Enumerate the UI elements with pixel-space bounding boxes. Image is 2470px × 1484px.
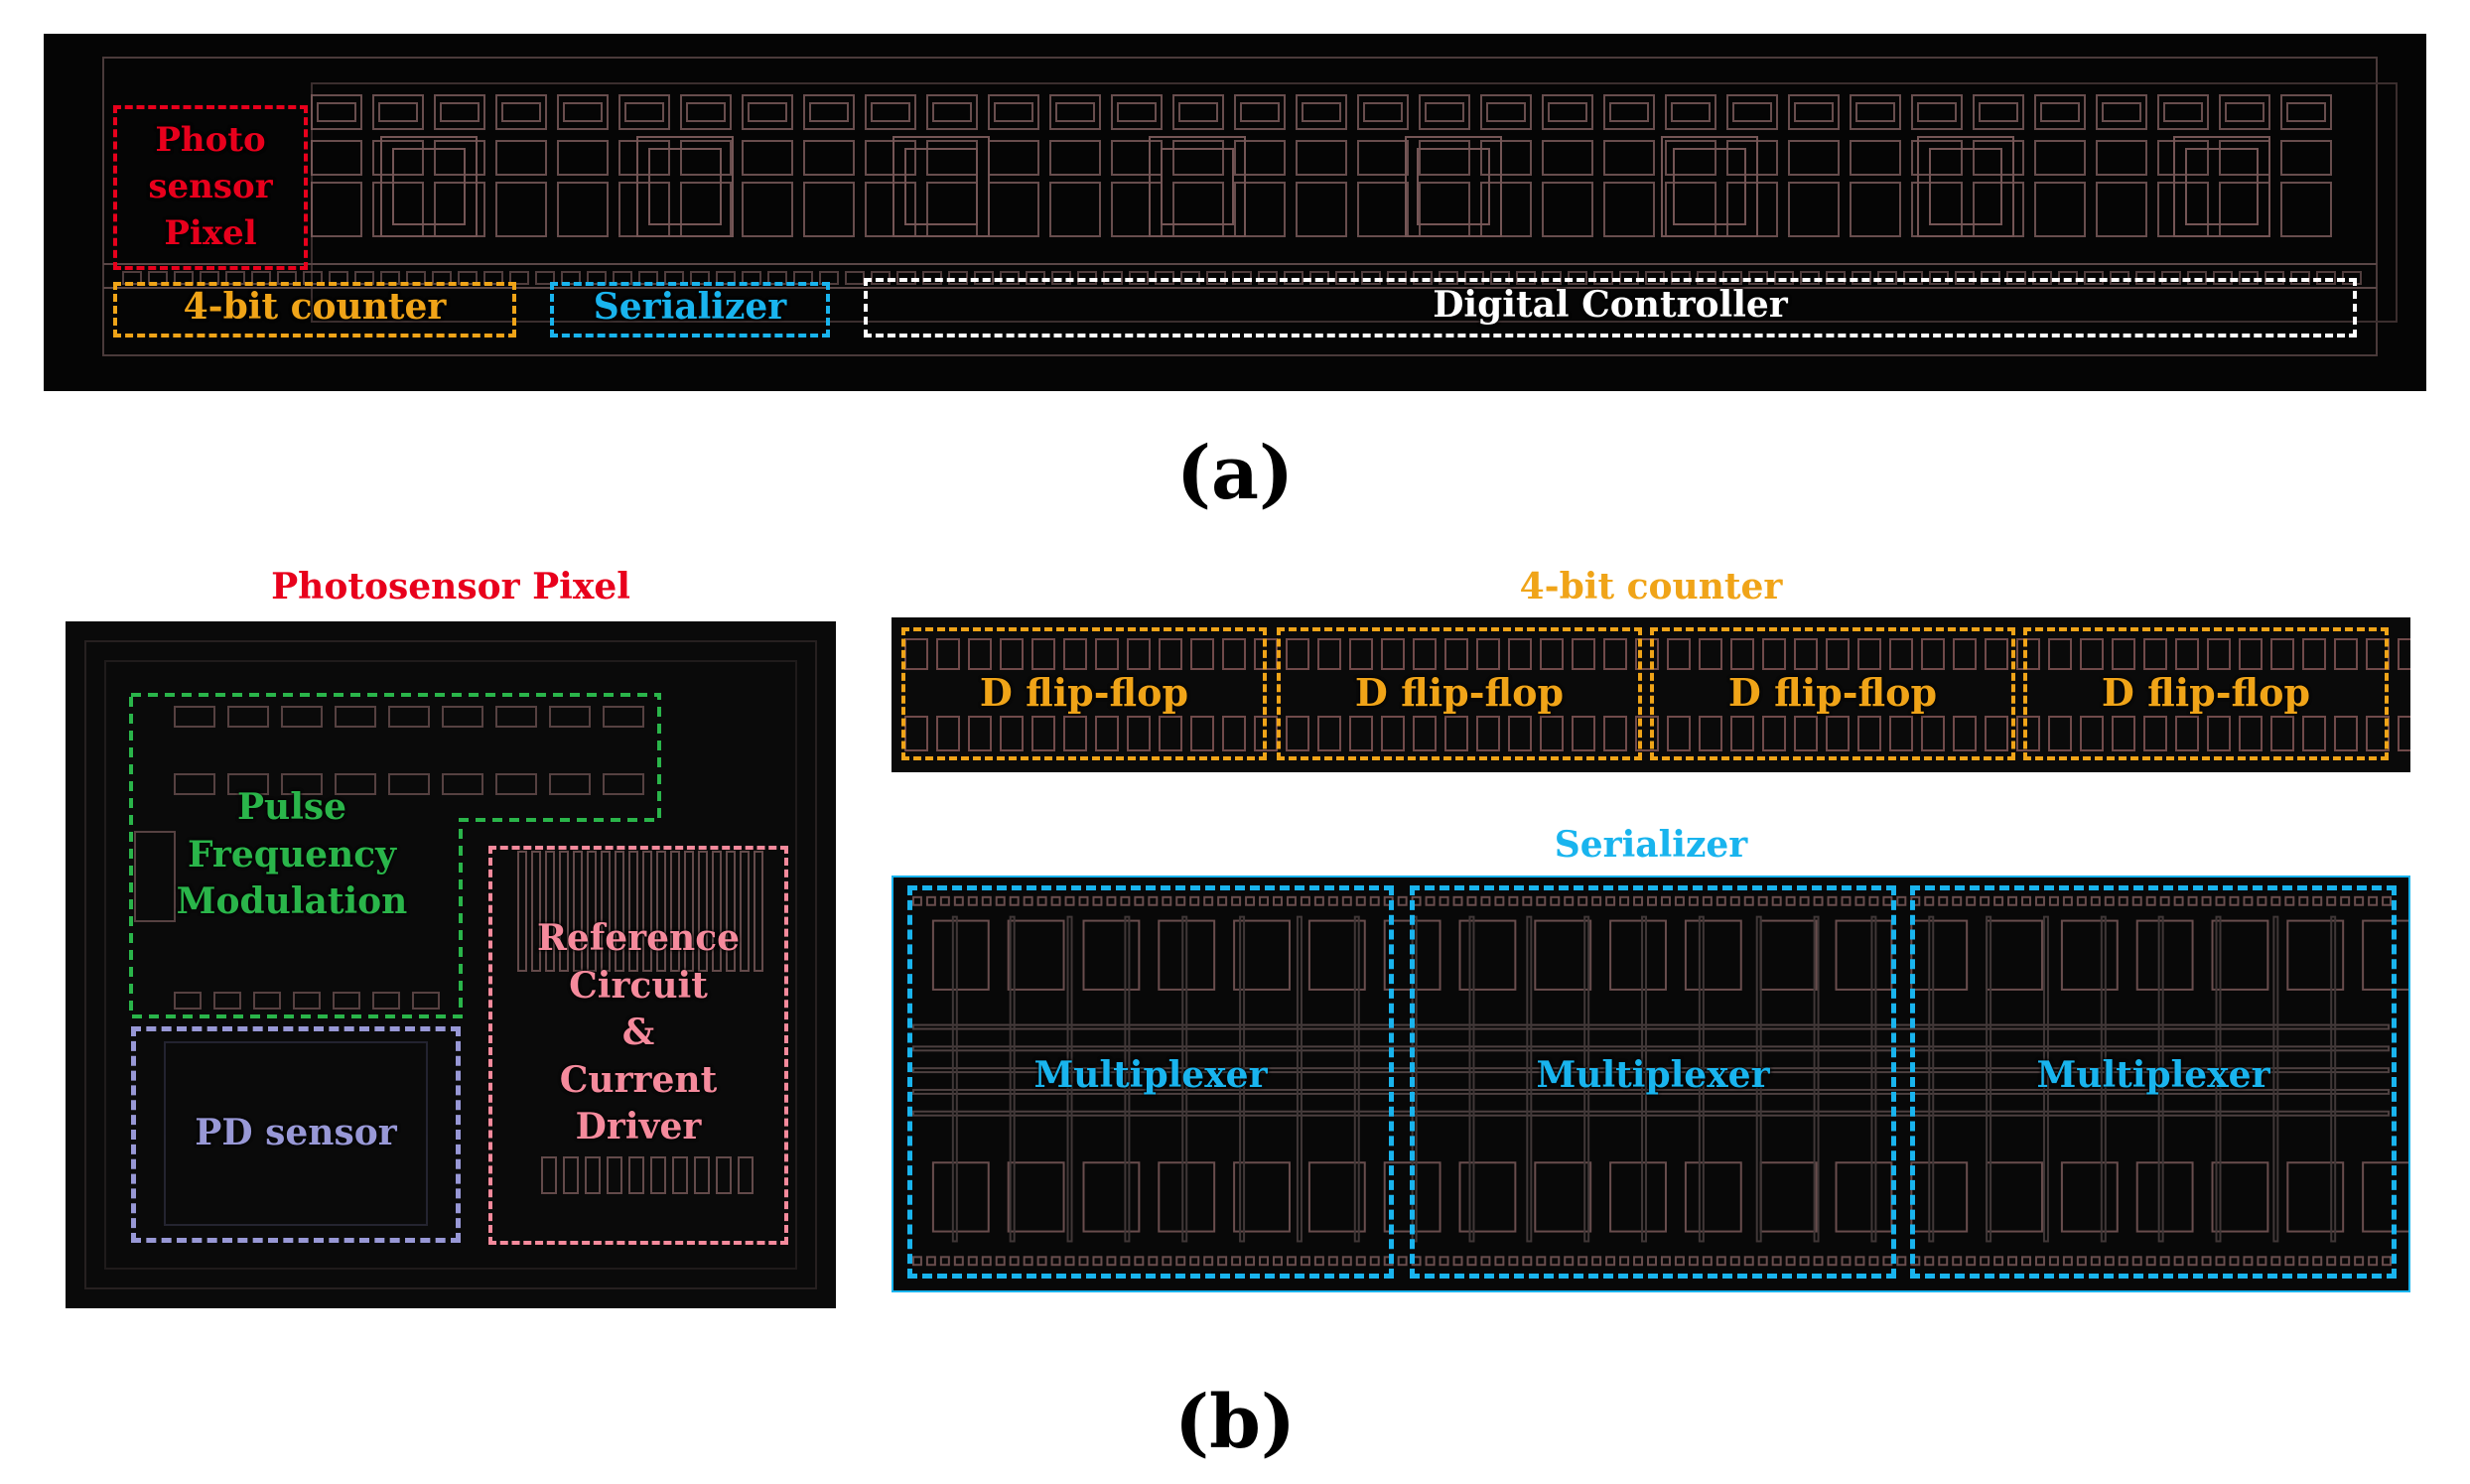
photosensor-pixel-label: Photo sensor Pixel xyxy=(148,120,273,253)
flip-flop-label: D flip-flop xyxy=(979,670,1189,715)
layout-texture-pixel xyxy=(84,640,817,1289)
digital-controller-label: Digital Controller xyxy=(1433,284,1788,326)
layout-texture-serializer xyxy=(911,895,2408,1267)
counter-title: 4-bit counter xyxy=(1519,566,1783,607)
serializer-title: Serializer xyxy=(1554,824,1748,866)
digital-controller-box xyxy=(864,278,2357,337)
multiplexer-box xyxy=(1910,885,2397,1279)
flip-flop-label: D flip-flop xyxy=(1354,670,1565,715)
counter-box-a xyxy=(113,282,516,337)
flip-flop-label: D flip-flop xyxy=(2101,670,2311,715)
pfm-label: Pulse Frequency Modulation xyxy=(176,786,408,923)
pfm-outline xyxy=(129,693,661,1018)
multiplexer-box xyxy=(907,885,1394,1279)
counter-layout: D flip-flop D flip-flop D flip-flop D fl… xyxy=(892,617,2410,772)
photosensor-pixel-box xyxy=(113,105,308,270)
layout-texture-a xyxy=(102,57,2398,356)
multiplexer-label: Multiplexer xyxy=(1536,1054,1770,1096)
multiplexer-box xyxy=(1410,885,1896,1279)
flip-flop-label: D flip-flop xyxy=(1727,670,1938,715)
caption-a: (a) xyxy=(1176,431,1294,516)
pixel-title: Photosensor Pixel xyxy=(271,566,630,607)
chip-layout-overview: Photo sensor Pixel 4-bit counter Seriali… xyxy=(44,34,2426,391)
reference-label: Reference Circuit & Current Driver xyxy=(536,917,741,1148)
counter-label-a: 4-bit counter xyxy=(183,286,447,328)
photosensor-pixel-layout: Pulse Frequency Modulation PD sensor Ref… xyxy=(66,621,836,1308)
flip-flop-box xyxy=(2023,627,2389,760)
serializer-box-a xyxy=(550,282,830,337)
flip-flop-box xyxy=(1650,627,2015,760)
multiplexer-label: Multiplexer xyxy=(2036,1054,2270,1096)
caption-b: (b) xyxy=(1174,1380,1296,1465)
serializer-layout: Multiplexer Multiplexer Multiplexer xyxy=(892,876,2410,1292)
pd-sensor-label: PD sensor xyxy=(195,1112,397,1153)
reference-box xyxy=(488,846,788,1245)
pd-sensor-box xyxy=(131,1026,461,1243)
serializer-label-a: Serializer xyxy=(593,286,787,328)
flip-flop-box xyxy=(901,627,1267,760)
flip-flop-box xyxy=(1277,627,1642,760)
multiplexer-label: Multiplexer xyxy=(1033,1054,1268,1096)
layout-texture-counter xyxy=(904,638,2410,751)
